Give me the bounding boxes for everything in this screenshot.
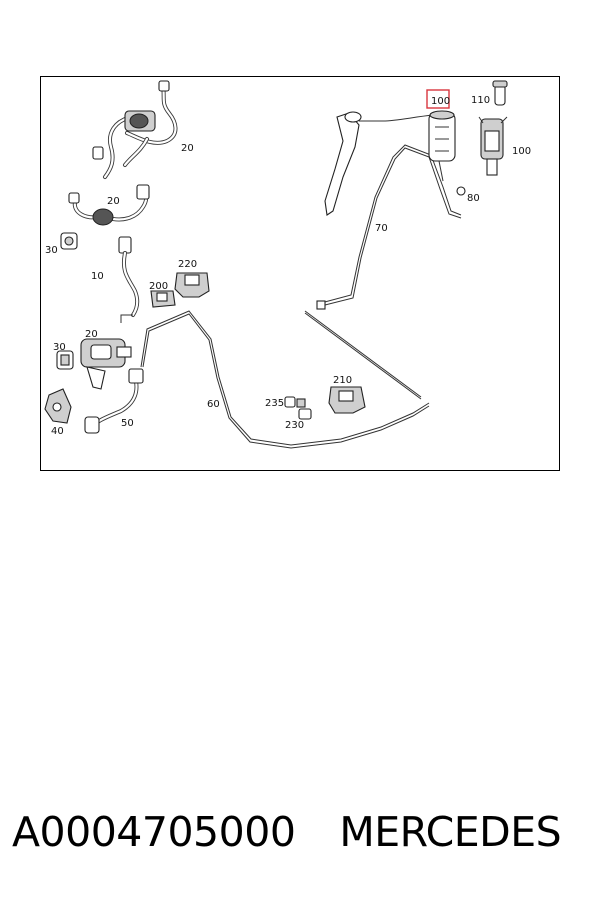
- callout-40: 40: [51, 426, 64, 437]
- hose-10: [118, 236, 140, 323]
- callout-30-upper: 30: [45, 245, 58, 256]
- valve-110: [492, 80, 508, 106]
- callout-70: 70: [375, 223, 388, 234]
- filter-100-right: [478, 116, 508, 176]
- callout-30-lower: 30: [53, 342, 66, 353]
- bracket-40: [44, 388, 72, 424]
- pump-assembly-lower: [80, 338, 144, 434]
- brand-name: MERCEDES: [339, 808, 562, 856]
- callout-100-right: 100: [512, 146, 531, 157]
- bracket-200: [150, 290, 176, 308]
- callout-200: 200: [149, 281, 168, 292]
- bracket-220: [174, 272, 210, 298]
- callout-50: 50: [121, 418, 134, 429]
- parts-diagram: 100 110 100 80 70 20 20 30 10 220 200 20…: [40, 76, 560, 471]
- diagram-canvas: 100 110 100 80 70 20 20 30 10 220 200 20…: [44, 80, 531, 449]
- callout-20-second: 20: [107, 196, 120, 207]
- callout-10: 10: [91, 271, 104, 282]
- clamp-30-lower: [56, 350, 74, 370]
- line-70: [304, 144, 462, 400]
- pump-assembly-upper: [68, 184, 150, 226]
- canister-100: [428, 110, 466, 196]
- filler-neck-bracket: [324, 111, 434, 216]
- callout-235: 235: [265, 398, 284, 409]
- callout-100-highlighted: 100: [431, 96, 450, 107]
- highlight-box: [426, 89, 450, 109]
- callout-110: 110: [471, 95, 490, 106]
- clip-230: [298, 408, 312, 420]
- callout-60: 60: [207, 399, 220, 410]
- callout-80: 80: [467, 193, 480, 204]
- clamp-30-upper: [60, 232, 78, 250]
- clip-235: [284, 396, 306, 408]
- callout-210: 210: [333, 375, 352, 386]
- callout-20-lower: 20: [85, 329, 98, 340]
- line-60: [140, 310, 430, 449]
- hose-assembly-top-left: [92, 80, 178, 179]
- callout-230: 230: [285, 420, 304, 431]
- bracket-210: [328, 386, 366, 414]
- callout-20-top: 20: [181, 143, 194, 154]
- part-number: A0004705000: [12, 808, 296, 856]
- footer: A0004705000 MERCEDES: [12, 800, 592, 864]
- callout-220: 220: [178, 259, 197, 270]
